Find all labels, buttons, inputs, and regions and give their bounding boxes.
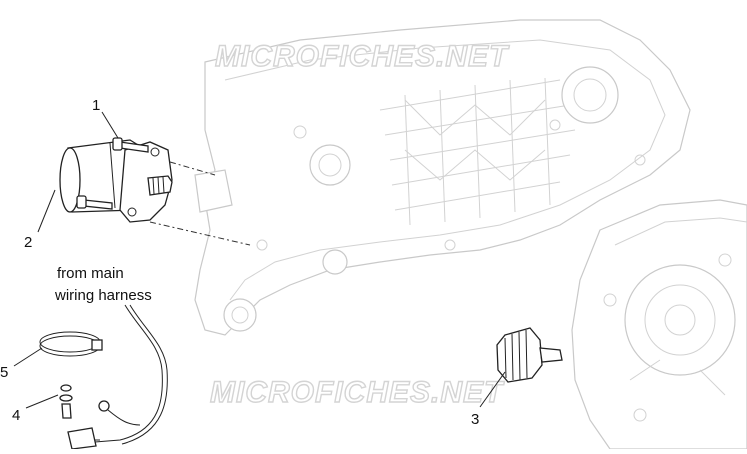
starter-motor (59, 139, 173, 223)
watermark-top: MICROFICHES.NET (215, 40, 510, 73)
callout-5: 5 (0, 364, 8, 381)
leader-2 (37, 189, 56, 233)
wiring-harness-cable (67, 304, 168, 450)
leader-5 (13, 347, 43, 367)
leader-1 (101, 111, 119, 139)
callout-1: 1 (92, 97, 100, 114)
callout-2: 2 (24, 234, 32, 251)
hose-clamp (39, 331, 103, 357)
alignment-line-upper (169, 161, 216, 176)
leader-4 (25, 394, 59, 409)
leader-3 (479, 371, 506, 408)
callout-4: 4 (12, 407, 20, 424)
note-line-2: wiring harness (54, 287, 152, 304)
note-line-1: from main (57, 265, 124, 282)
bolt-upper (112, 137, 149, 153)
callout-3: 3 (471, 411, 479, 428)
screw-washer (59, 384, 73, 419)
starter-bendix (496, 327, 563, 383)
watermark-bottom: MICROFICHES.NET (210, 376, 505, 409)
bolt-lower (76, 195, 113, 210)
alignment-line-lower (149, 221, 251, 246)
variator-cover-ghost (571, 199, 747, 450)
crankcase-ghost (194, 19, 691, 336)
